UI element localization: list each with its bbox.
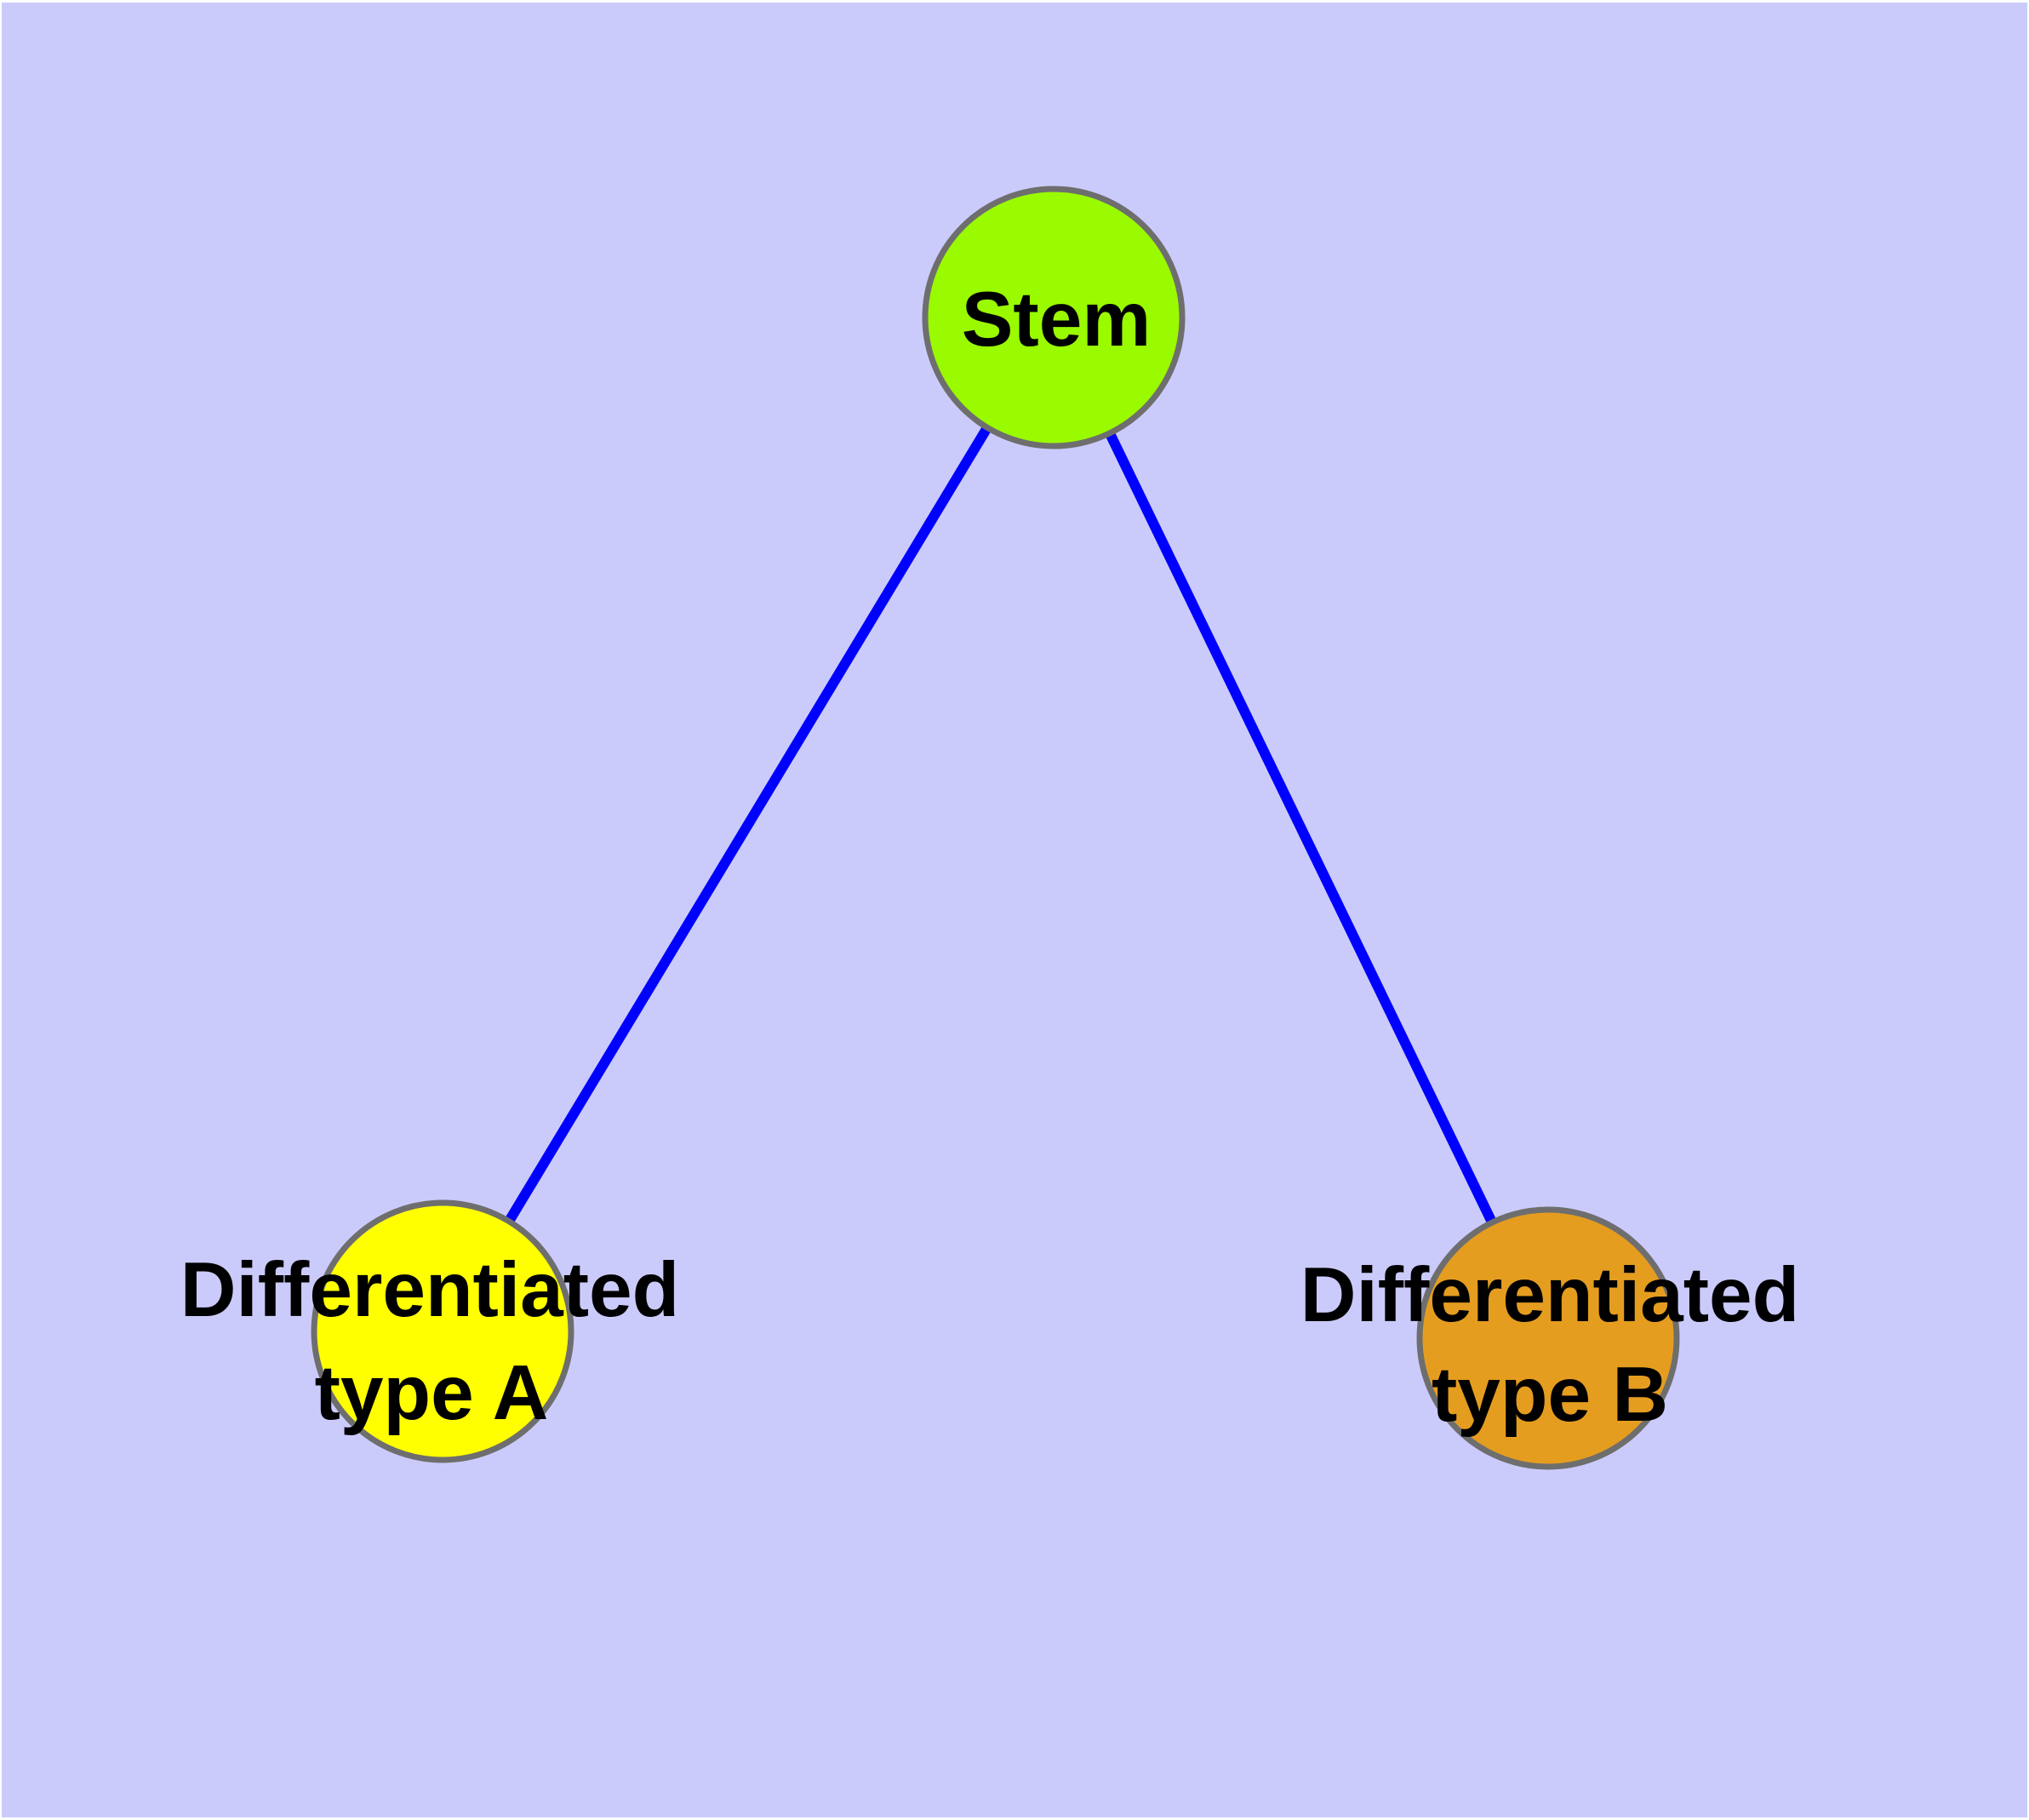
node-differentiated-type-b: Differentiated type B [1300,1206,1800,1470]
node-differentiated-type-b-label-line1: Differentiated [1300,1252,1800,1338]
node-differentiated-type-a-circle [311,1199,574,1463]
node-stem-circle [922,186,1186,449]
node-differentiated-type-b-label-line2: type B [1432,1352,1668,1438]
edge-stem-to-type-a [437,314,1059,1335]
edge-stem-to-type-b [1049,315,1553,1341]
node-differentiated-type-a-label-line2: type A [315,1350,549,1436]
node-stem: Stem [922,186,1186,449]
node-stem-label: Stem [962,277,1152,363]
node-differentiated-type-a-label-line1: Differentiated [180,1247,680,1333]
node-differentiated-type-a: Differentiated type A [180,1199,680,1463]
node-differentiated-type-b-circle [1416,1206,1680,1470]
